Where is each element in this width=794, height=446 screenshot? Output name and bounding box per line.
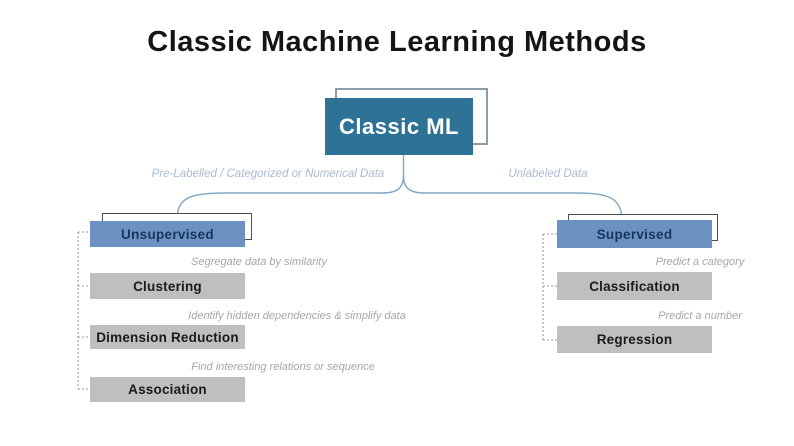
caption-classification: Predict a category (655, 256, 745, 268)
node-dimension-reduction: Dimension Reduction (90, 325, 245, 349)
edge-label-right: Unlabeled Data (508, 168, 588, 180)
caption-dimension-reduction: Identify hidden dependencies & simplify … (188, 310, 406, 322)
association-label: Association (128, 382, 207, 397)
caption-regression: Predict a number (658, 310, 742, 322)
caption-clustering: Segregate data by similarity (191, 256, 327, 268)
classic-ml-node: Classic ML (325, 98, 473, 155)
supervised-label: Supervised (596, 226, 673, 242)
supervised-node: Supervised (557, 220, 712, 248)
unsupervised-node: Unsupervised (90, 221, 245, 247)
caption-association: Find interesting relations or sequence (191, 361, 375, 373)
tree-branch-curves (176, 154, 623, 216)
regression-label: Regression (596, 332, 673, 347)
page-title: Classic Machine Learning Methods (147, 26, 647, 58)
unsupervised-label: Unsupervised (121, 226, 214, 242)
edge-label-left: Pre-Labelled / Categorized or Numerical … (151, 168, 385, 180)
node-association: Association (90, 377, 245, 402)
classic-ml-label: Classic ML (339, 113, 459, 139)
dotted-connectors-left (77, 231, 90, 390)
classification-label: Classification (589, 278, 680, 294)
clustering-label: Clustering (133, 278, 202, 294)
node-classification: Classification (557, 272, 712, 300)
dotted-connectors-right (542, 233, 557, 341)
node-clustering: Clustering (90, 273, 245, 299)
dimension-reduction-label: Dimension Reduction (96, 329, 239, 345)
node-regression: Regression (557, 326, 712, 353)
